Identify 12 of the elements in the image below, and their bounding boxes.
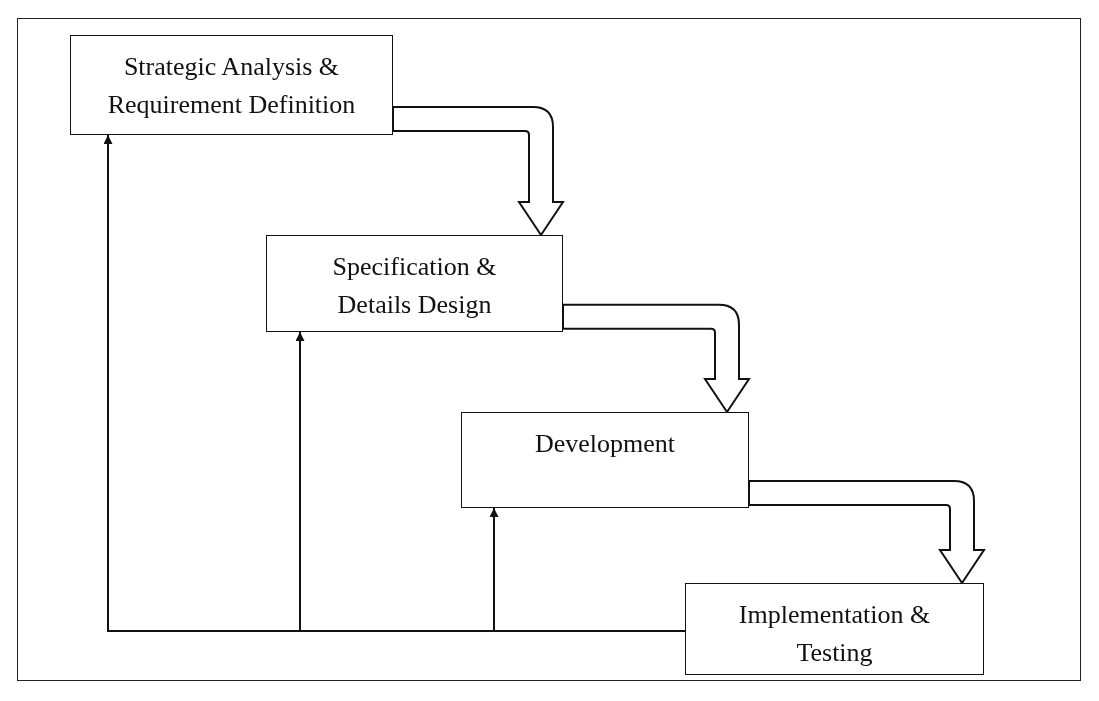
curved-block-arrow	[392, 106, 564, 236]
curved-block-arrow	[748, 480, 985, 584]
curved-block-arrow	[562, 303, 750, 413]
box-label: Specification & Details Design	[331, 251, 498, 321]
process-box	[266, 235, 563, 332]
box-label: Implementation & Testing	[737, 599, 932, 669]
feedback-arrow	[489, 507, 686, 632]
process-box	[685, 583, 984, 675]
process-box	[461, 412, 749, 508]
process-box	[70, 35, 393, 135]
box-label: Strategic Analysis & Requirement Definition	[106, 51, 357, 121]
box-label: Development	[534, 428, 676, 460]
